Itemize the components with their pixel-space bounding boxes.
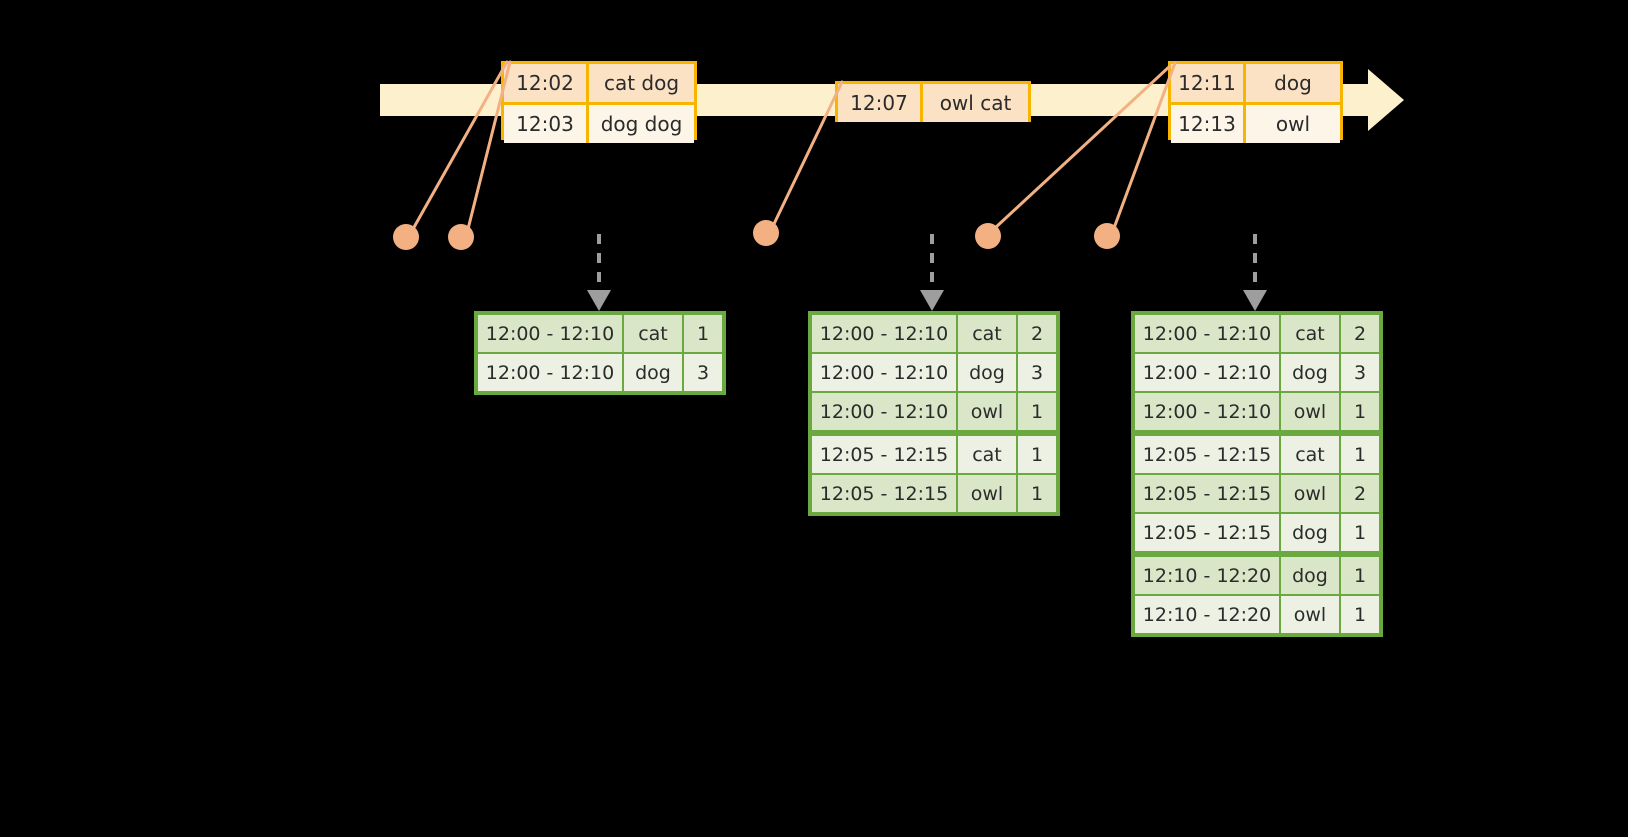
cell-count: 2 [1018,315,1056,352]
cell-window: 12:00 - 12:10 [1135,393,1279,430]
cell-key: dog [624,354,682,391]
cell-count: 2 [1341,315,1379,352]
cell-key: cat [958,315,1016,352]
cell-window: 12:05 - 12:15 [1135,475,1279,512]
cell-window: 12:00 - 12:10 [478,354,622,391]
cell-key: dog [1281,354,1339,391]
cell-window: 12:00 - 12:10 [812,315,956,352]
cell-count: 1 [1341,436,1379,473]
cell-key: owl [1281,393,1339,430]
event-value: cat dog [586,64,694,102]
cell-window: 12:00 - 12:10 [1135,315,1279,352]
cell-count: 1 [1018,475,1056,512]
cell-count: 1 [1341,514,1379,551]
flow-arrow-head-1 [587,290,611,311]
event-row[interactable]: 12:11 dog [1171,64,1340,102]
event-value: owl cat [920,84,1028,122]
cell-key: dog [1281,557,1339,594]
cell-count: 3 [684,354,722,391]
event-time: 12:13 [1171,105,1243,143]
cell-key: cat [1281,436,1339,473]
event-row[interactable]: 12:02 cat dog [504,64,694,102]
cell-window: 12:05 - 12:15 [1135,436,1279,473]
cell-key: cat [1281,315,1339,352]
cell-key: owl [1281,596,1339,633]
cell-count: 1 [1341,557,1379,594]
cell-window: 12:00 - 12:10 [812,354,956,391]
event-row[interactable]: 12:13 owl [1171,102,1340,143]
event-time: 12:02 [504,64,586,102]
cell-window: 12:00 - 12:10 [1135,354,1279,391]
event-group-3[interactable]: 12:11 dog 12:13 owl [1168,61,1343,143]
cell-window: 12:00 - 12:10 [812,393,956,430]
event-row[interactable]: 12:07 owl cat [838,84,1028,122]
event-value: dog [1243,64,1340,102]
cell-key: owl [1281,475,1339,512]
timeline-arrow-head [1368,69,1404,131]
cell-count: 1 [684,315,722,352]
cell-key: owl [958,475,1016,512]
event-dot-5[interactable] [1094,223,1120,249]
cell-window: 12:05 - 12:15 [812,475,956,512]
cell-count: 3 [1018,354,1056,391]
cell-key: owl [958,393,1016,430]
cell-count: 1 [1341,393,1379,430]
event-group-2[interactable]: 12:07 owl cat [835,81,1031,122]
event-group-1[interactable]: 12:02 cat dog 12:03 dog dog [501,61,697,143]
event-dot-3[interactable] [753,220,779,246]
event-dot-4[interactable] [975,223,1001,249]
cell-key: dog [958,354,1016,391]
event-row[interactable]: 12:03 dog dog [504,102,694,143]
event-time: 12:07 [838,84,920,122]
cell-count: 1 [1018,436,1056,473]
cell-count: 1 [1018,393,1056,430]
cell-count: 3 [1341,354,1379,391]
cell-key: cat [958,436,1016,473]
cell-key: cat [624,315,682,352]
cell-window: 12:10 - 12:20 [1135,557,1279,594]
event-time: 12:11 [1171,64,1243,102]
cell-window: 12:05 - 12:15 [812,436,956,473]
event-dot-2[interactable] [448,224,474,250]
flow-arrow-head-2 [920,290,944,311]
cell-window: 12:10 - 12:20 [1135,596,1279,633]
event-value: dog dog [586,105,694,143]
event-value: owl [1243,105,1340,143]
flow-arrow-head-3 [1243,290,1267,311]
cell-count: 2 [1341,475,1379,512]
cell-key: dog [1281,514,1339,551]
cell-window: 12:00 - 12:10 [478,315,622,352]
event-time: 12:03 [504,105,586,143]
cell-count: 1 [1341,596,1379,633]
event-dot-1[interactable] [393,224,419,250]
cell-window: 12:05 - 12:15 [1135,514,1279,551]
